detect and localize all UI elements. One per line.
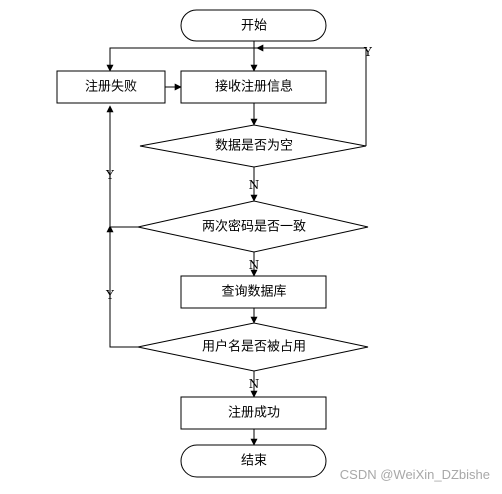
- check-username-decision: [137, 322, 369, 372]
- end-label: 结束: [241, 454, 267, 469]
- watermark-text: CSDN @WeiXin_DZbishe: [340, 467, 490, 482]
- receive-label: 接收注册信息: [215, 79, 293, 95]
- username-yes-label: Y: [105, 288, 115, 302]
- start-label: 开始: [241, 19, 267, 34]
- register-success-box: [180, 396, 327, 430]
- check-password-decision: [137, 200, 369, 253]
- query-database-box: [180, 275, 327, 309]
- check-empty-label: 数据是否为空: [215, 139, 293, 154]
- check-password-label: 两次密码是否一致: [202, 219, 306, 235]
- register-success-label: 注册成功: [228, 406, 280, 421]
- username-no-label: N: [249, 377, 260, 391]
- receive-info-box: [180, 70, 327, 104]
- query-database-label: 查询数据库: [221, 284, 286, 300]
- top-connector-line: [109, 47, 366, 71]
- password-no-label: N: [249, 258, 260, 272]
- arrow-password-yes-to-failed: [106, 105, 138, 228]
- empty-no-label: N: [249, 178, 260, 192]
- start-terminal: [180, 9, 327, 42]
- register-failed-box: [56, 70, 166, 104]
- check-empty-decision: [139, 124, 367, 168]
- empty-yes-label: Y: [363, 45, 373, 59]
- check-username-label: 用户名是否被占用: [202, 339, 306, 355]
- end-terminal: [180, 444, 327, 478]
- register-failed-label: 注册失败: [85, 80, 137, 95]
- arrow-username-yes-to-failed: [106, 225, 138, 348]
- password-yes-label: Y: [105, 168, 115, 182]
